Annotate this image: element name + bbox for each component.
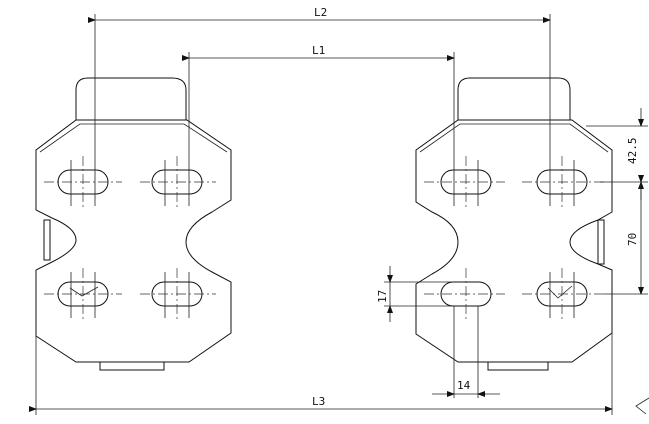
right-clamp-body	[415, 77, 613, 371]
dim-label-14: 14	[457, 379, 471, 392]
dimension-L2: L2	[88, 6, 551, 160]
left-clamp-body	[35, 77, 232, 371]
dimension-17: 17	[376, 266, 452, 322]
dim-label-L3: L3	[312, 395, 325, 408]
dimension-L1: L1	[182, 44, 455, 160]
dimension-70: 70	[604, 175, 648, 295]
edge-mark	[635, 397, 649, 415]
dim-label-L1: L1	[312, 44, 325, 57]
dimension-42-5: 42.5	[586, 108, 648, 200]
dim-label-42-5: 42.5	[626, 138, 639, 165]
left-clamp-holes	[57, 169, 203, 307]
dim-label-70: 70	[626, 233, 639, 246]
right-clamp-centerlines	[424, 156, 604, 322]
dimension-L3: L3	[29, 333, 613, 415]
dim-label-L2: L2	[314, 6, 327, 19]
right-clamp-holes	[440, 169, 588, 307]
dimension-14: 14	[432, 306, 500, 398]
dim-label-17: 17	[376, 290, 389, 303]
left-clamp-centerlines	[44, 156, 216, 322]
